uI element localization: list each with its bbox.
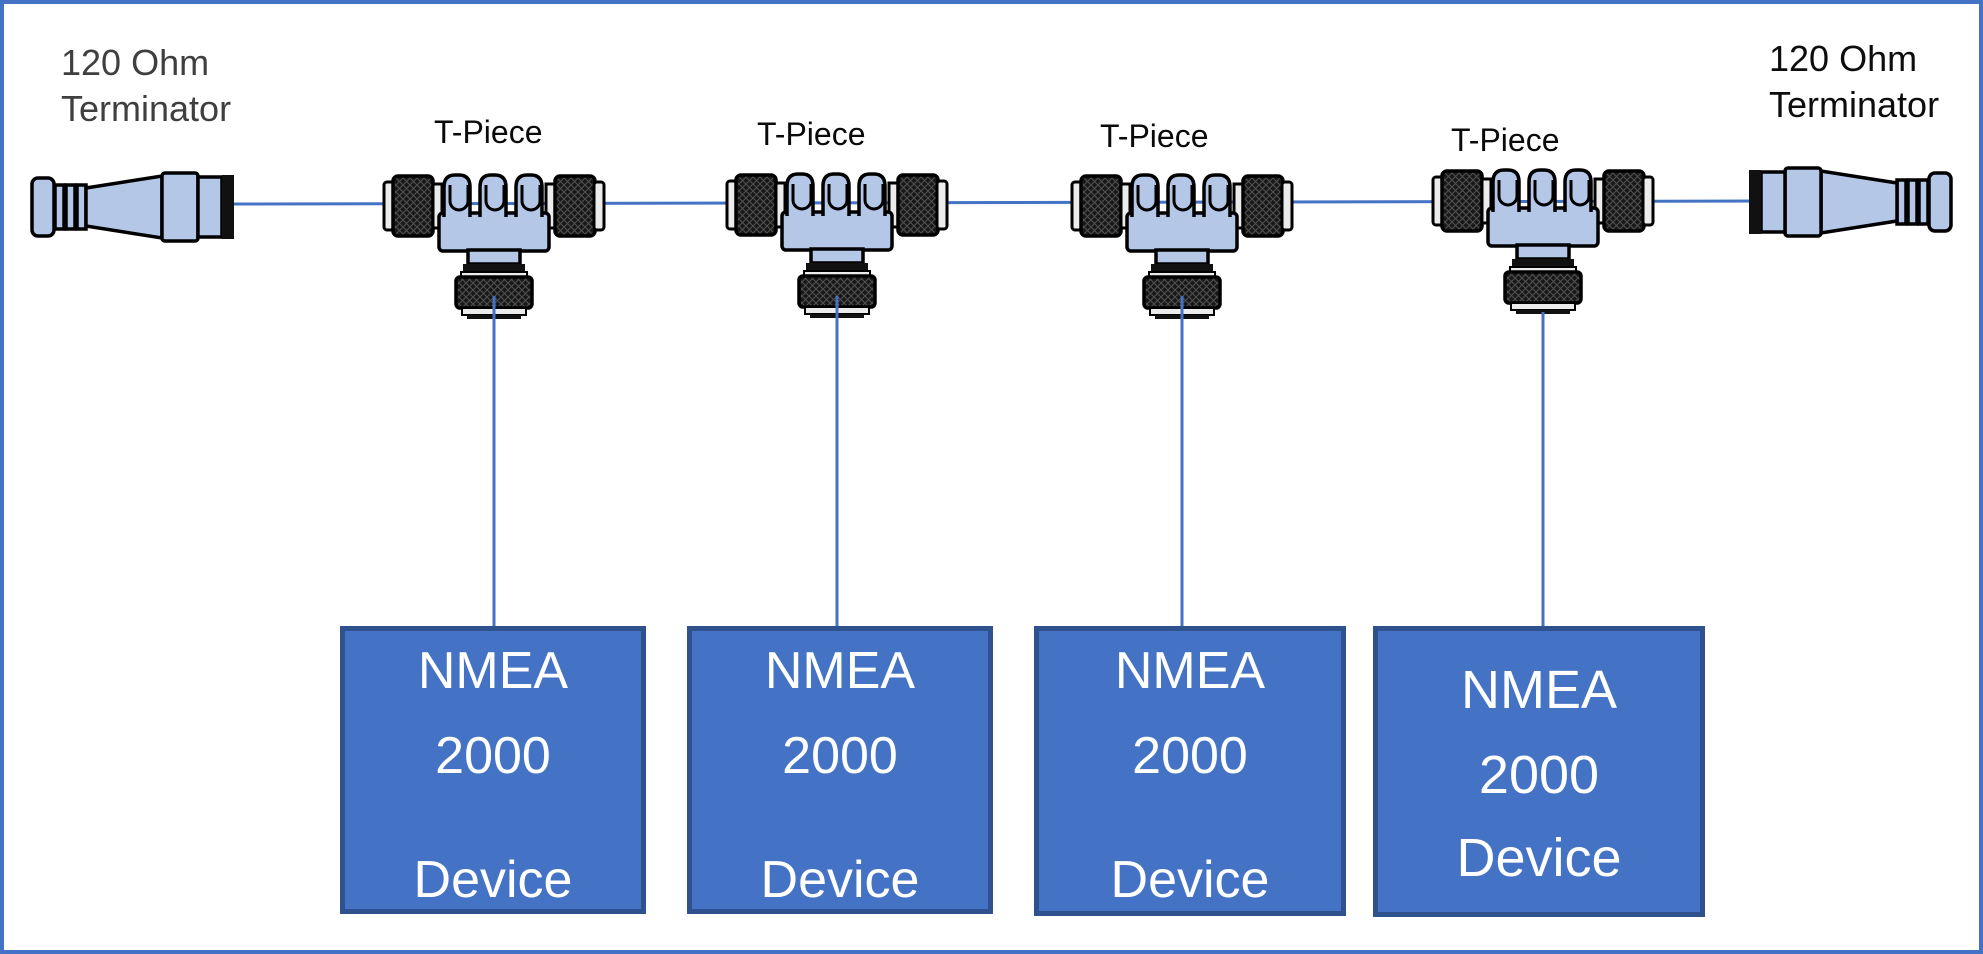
left-terminator-icon — [30, 171, 236, 243]
device-1-line3: Device — [413, 851, 573, 909]
t-piece-label-4: T-Piece — [1451, 122, 1560, 158]
device-2-line3: Device — [760, 851, 920, 909]
right-terminator-label-line1: 120 Ohm — [1769, 38, 1918, 79]
t-piece-label-1: T-Piece — [434, 114, 543, 150]
device-4-line1: NMEA — [1460, 660, 1617, 720]
right-terminator-label-line2: Terminator — [1769, 84, 1940, 125]
device-3-line2: 2000 — [1132, 727, 1248, 785]
device-box-1: NMEA 2000 Device — [340, 626, 646, 914]
device-1-line2: 2000 — [435, 727, 551, 785]
left-terminator-label-line1: 120 Ohm — [61, 42, 210, 83]
right-terminator-label: 120 Ohm Terminator — [1769, 36, 1939, 128]
device-4-line2: 2000 — [1478, 745, 1600, 805]
device-box-4: NMEA 2000 Device — [1373, 626, 1705, 917]
t-piece-label-2: T-Piece — [757, 116, 866, 152]
device-3-line3: Device — [1110, 851, 1270, 909]
device-1-line1: NMEA — [417, 642, 569, 700]
left-terminator-label: 120 Ohm Terminator — [61, 40, 231, 132]
device-3-line1: NMEA — [1114, 642, 1266, 700]
t-piece-label-3: T-Piece — [1100, 118, 1209, 154]
device-4-line3: Device — [1456, 828, 1622, 888]
device-box-3: NMEA 2000 Device — [1034, 626, 1346, 916]
device-2-line2: 2000 — [782, 727, 898, 785]
t-piece-icon-4 — [1431, 168, 1655, 316]
left-terminator-label-line2: Terminator — [61, 88, 232, 129]
device-box-2: NMEA 2000 Device — [687, 626, 993, 914]
right-terminator-icon — [1747, 166, 1953, 238]
device-2-line1: NMEA — [764, 642, 916, 700]
diagram-graphics — [30, 166, 1953, 628]
